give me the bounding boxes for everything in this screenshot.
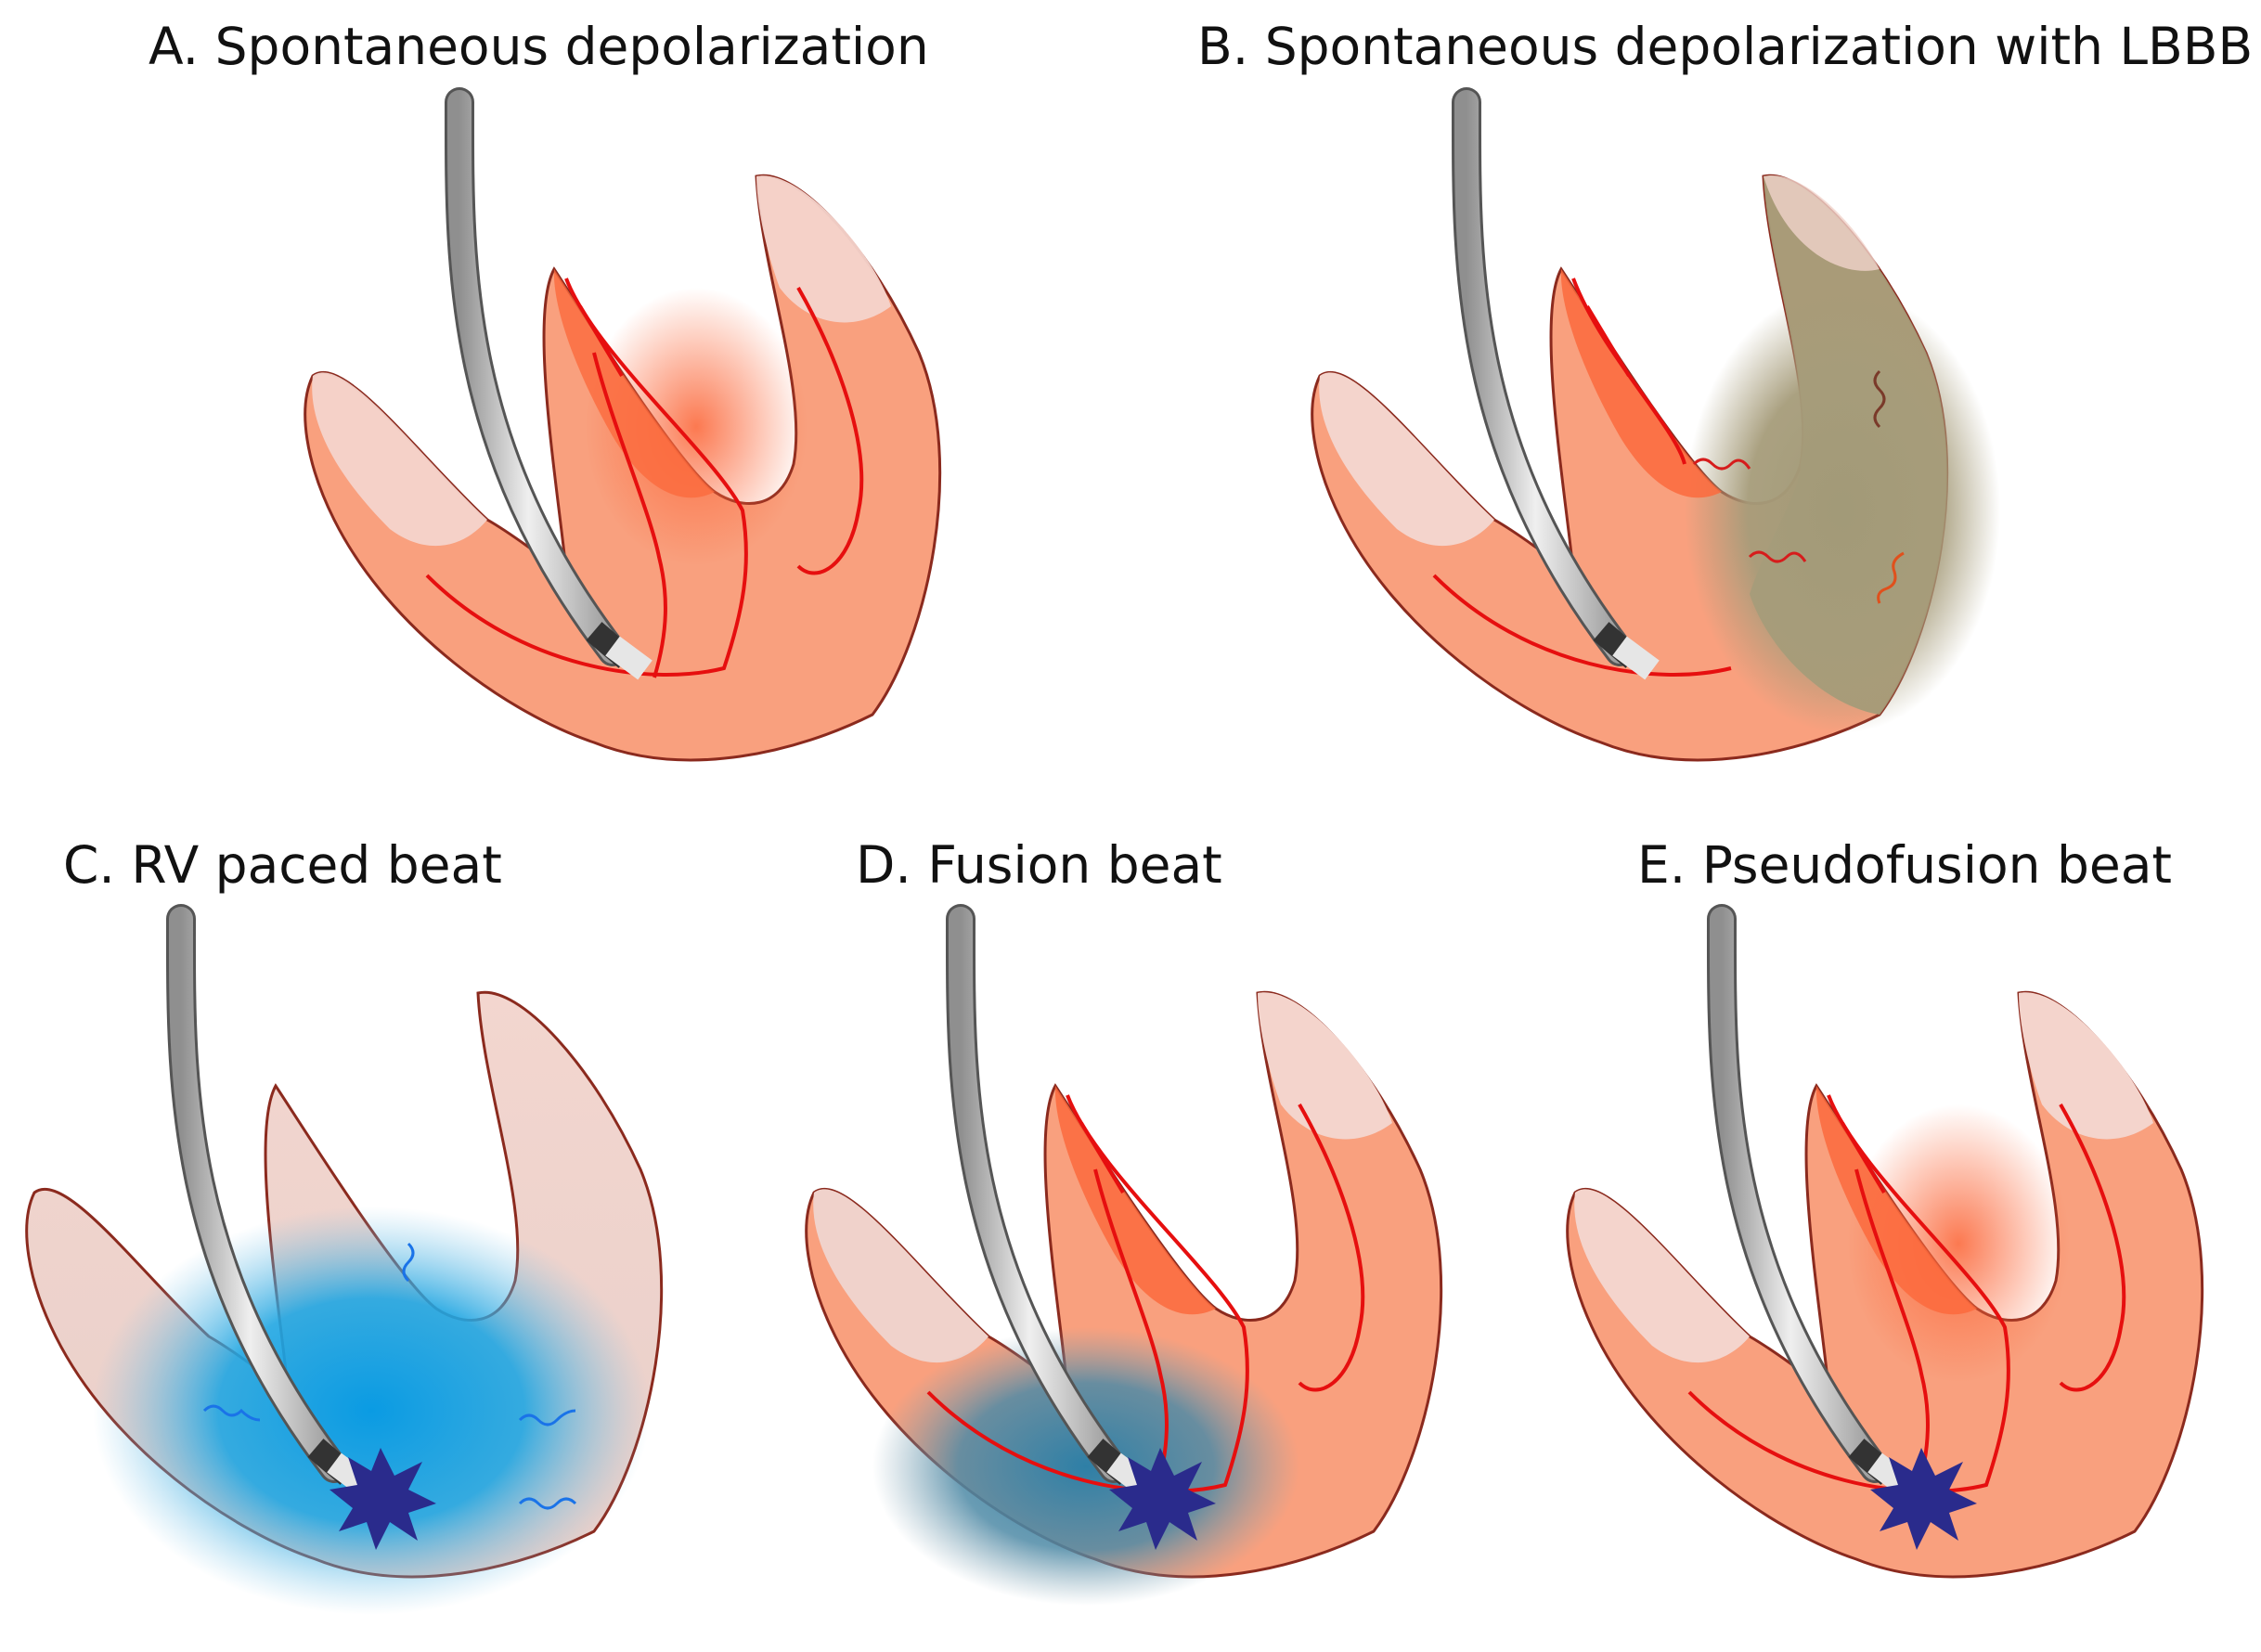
pacing-lead-icon <box>165 904 374 1497</box>
pacing-stimulus-star-icon <box>329 1448 436 1550</box>
panel-e-title: E. Pseudofusion beat <box>1637 835 2172 895</box>
panel-c-title: C. RV paced beat <box>63 835 502 895</box>
wavefront-arrow-icon <box>202 1242 577 1510</box>
panel-c-heart-diagram <box>25 904 664 1615</box>
panel-b-title: B. Spontaneous depolarization with LBBB <box>1197 17 2254 76</box>
panel-b-heart-diagram <box>1311 87 2000 762</box>
pacing-lead-icon <box>1451 87 1660 680</box>
panel-a-title: A. Spontaneous depolarization <box>149 17 929 76</box>
pacing-stimulus-star-icon <box>1870 1448 1977 1550</box>
panel-d-heart-diagram <box>805 904 1443 1606</box>
pacing-lead-icon <box>444 87 652 680</box>
wavefront-arrow-icon <box>1692 369 1905 604</box>
conduction-system <box>425 277 864 678</box>
pacing-stimulus-star-icon <box>1109 1448 1216 1550</box>
panel-a-heart-diagram <box>304 87 942 762</box>
panel-d-title: D. Fusion beat <box>856 835 1222 895</box>
panel-e-heart-diagram <box>1566 904 2204 1579</box>
